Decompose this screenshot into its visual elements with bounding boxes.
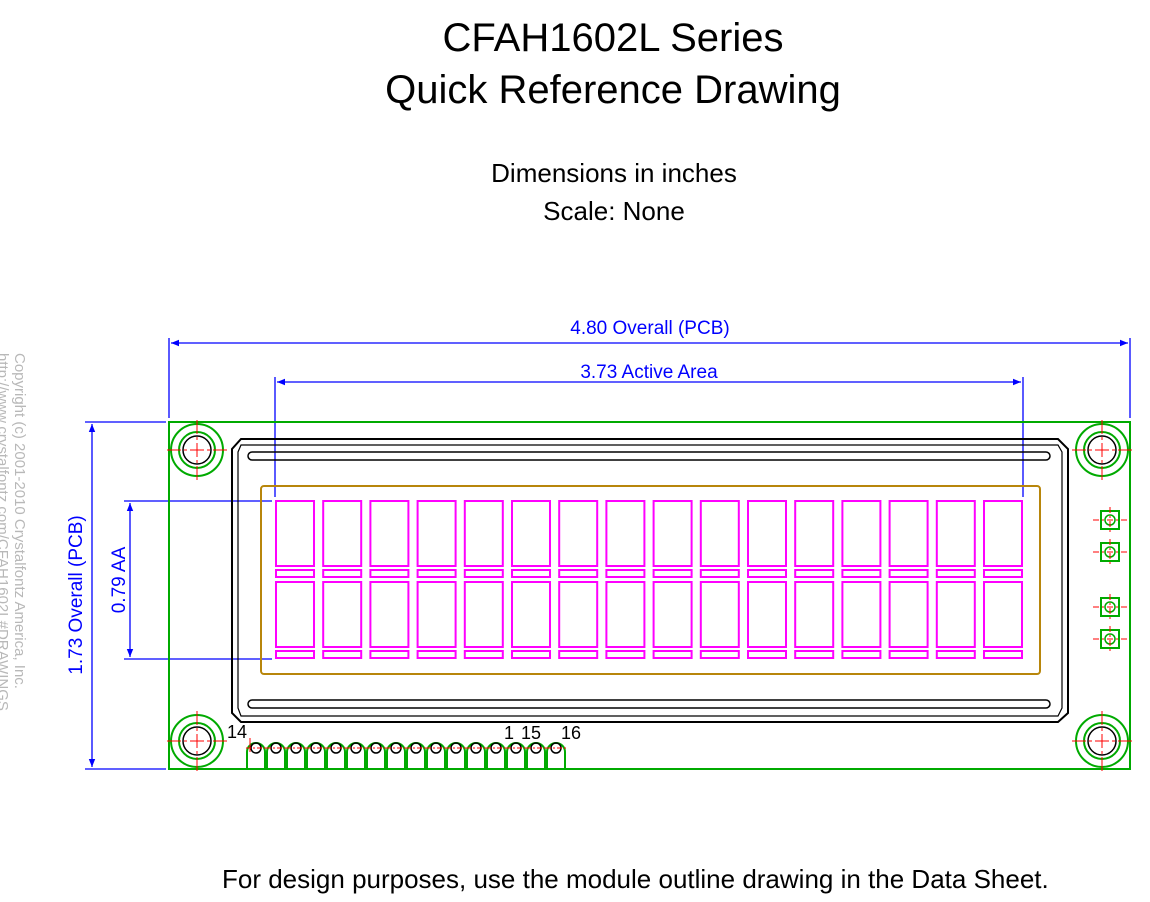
overall-width-label: 4.80 Overall (PCB)	[570, 318, 729, 339]
mounting-holes	[167, 420, 1132, 771]
character-cell	[605, 581, 646, 659]
active-height-dimension: 0.79 AA	[109, 500, 272, 660]
character-cell	[888, 500, 929, 578]
character-cell	[369, 500, 410, 578]
backlight-pad	[1093, 507, 1127, 533]
character-cell	[935, 500, 976, 578]
character-cell	[605, 500, 646, 578]
pin16-label: 16	[561, 723, 581, 743]
overall-height-dimension: 1.73 Overall (PCB)	[66, 421, 166, 770]
overall-height-label: 1.73 Overall (PCB)	[66, 515, 87, 674]
mounting-hole	[1072, 711, 1132, 771]
connector-pin	[426, 742, 446, 769]
connector-pin	[506, 742, 526, 769]
pin14-label: 14	[227, 722, 247, 742]
character-cell	[369, 581, 410, 659]
pin1-label: 1	[504, 723, 514, 743]
character-cell	[983, 500, 1023, 578]
character-cells	[275, 500, 1023, 659]
mounting-hole	[167, 711, 227, 771]
connector-pin	[466, 742, 486, 769]
bezel-slot-top	[247, 451, 1051, 461]
character-cell	[747, 581, 787, 659]
character-cell	[699, 581, 740, 659]
character-cell	[794, 500, 835, 578]
connector-pin	[446, 742, 466, 769]
character-cell	[747, 500, 787, 578]
connector-pin	[546, 742, 566, 769]
connector-pin	[526, 742, 546, 769]
character-cell	[558, 500, 599, 578]
drawing-title-line2: Quick Reference Drawing	[385, 68, 841, 112]
pcb-outline	[168, 421, 1131, 770]
character-cell	[794, 581, 835, 659]
bezel-outline	[231, 438, 1069, 723]
connector-pin	[386, 742, 406, 769]
backlight-pad	[1093, 539, 1127, 565]
character-cell	[652, 581, 693, 659]
character-cell	[699, 500, 740, 578]
character-cell	[416, 581, 457, 659]
connector-pin	[406, 742, 426, 769]
character-cell	[511, 500, 551, 578]
scale-note: Scale: None	[543, 196, 685, 226]
character-cell	[275, 581, 315, 659]
design-note: For design purposes, use the module outl…	[222, 864, 1049, 894]
character-cell	[511, 581, 551, 659]
mounting-hole	[167, 420, 227, 480]
backlight-pad	[1093, 626, 1127, 652]
character-cell	[983, 581, 1023, 659]
active-width-dimension: 3.73 Active Area	[274, 362, 1024, 497]
connector-pin	[346, 742, 366, 769]
lcd-viewing-window	[260, 485, 1041, 675]
overall-width-dimension: 4.80 Overall (PCB)	[168, 318, 1131, 418]
connector-pin	[366, 742, 386, 769]
character-cell	[888, 581, 929, 659]
connector-pin	[286, 742, 306, 769]
drawing-title-line1: CFAH1602L Series	[442, 16, 784, 60]
connector-pins	[246, 742, 566, 769]
backlight-pads	[1093, 507, 1127, 652]
character-cell	[275, 500, 315, 578]
connector-pin	[326, 742, 346, 769]
bezel-slot-bottom	[247, 699, 1051, 709]
character-cell	[841, 500, 882, 578]
character-cell	[652, 500, 693, 578]
character-cell	[935, 581, 976, 659]
units-note: Dimensions in inches	[491, 158, 737, 188]
connector-pin	[306, 742, 326, 769]
connector-pin	[266, 742, 286, 769]
character-cell	[463, 500, 504, 578]
pin15-label: 15	[521, 723, 541, 743]
character-cell	[558, 581, 599, 659]
mounting-hole	[1072, 420, 1132, 480]
connector-pin	[246, 742, 266, 769]
character-cell	[841, 581, 882, 659]
character-cell	[322, 581, 363, 659]
connector-pin	[486, 742, 506, 769]
character-cell	[322, 500, 363, 578]
character-cell	[416, 500, 457, 578]
character-cell	[463, 581, 504, 659]
backlight-pad	[1093, 594, 1127, 620]
active-height-label: 0.79 AA	[109, 546, 130, 613]
active-width-label: 3.73 Active Area	[580, 362, 718, 383]
